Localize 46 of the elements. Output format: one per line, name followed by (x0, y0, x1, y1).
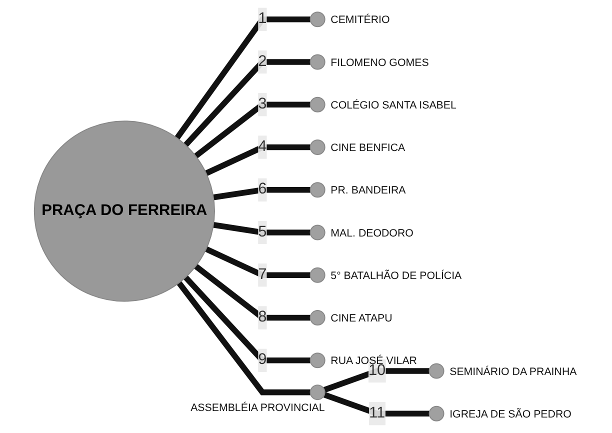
node-circle (310, 310, 326, 326)
connector (176, 281, 310, 396)
edge-label: 9 (258, 352, 267, 368)
place-label: 5° BATALHÃO DE POLÍCIA (330, 270, 462, 282)
connector (194, 102, 310, 158)
place-label: CINE ATAPU (330, 312, 392, 325)
connector (183, 59, 310, 148)
node-circle (310, 96, 326, 112)
connector (213, 222, 310, 236)
node-circle (428, 406, 444, 422)
node-circle: PRAÇA DO FERREIRA (34, 120, 215, 302)
node-circle (428, 363, 444, 379)
node-circle (310, 182, 326, 198)
place-label: CEMITÉRIO (330, 14, 390, 26)
connector (323, 392, 430, 417)
connector (194, 264, 310, 321)
place-label: SEMINÁRIO DA PRAINHA (450, 366, 577, 378)
edge-label: 7 (258, 266, 267, 283)
connector (323, 368, 430, 393)
place-label: CINE BENFICA (330, 142, 406, 154)
connector (213, 186, 310, 200)
connector (204, 144, 310, 176)
place-label: COLÉGIO SANTA ISABEL (330, 100, 456, 112)
place-label: ASSEMBLÉIA PROVINCIAL (190, 402, 325, 414)
edge-label: 5 (258, 224, 267, 240)
connector (204, 246, 310, 278)
connector (183, 275, 310, 364)
node-circle (310, 139, 326, 155)
place-label: PR. BANDEIRA (330, 184, 406, 197)
edge-label: 1 (258, 10, 267, 28)
node-circle (310, 267, 326, 283)
edge-label: 4 (258, 138, 267, 155)
place-label: IGREJA DE SÃO PEDRO (450, 408, 572, 420)
node-circle (310, 224, 326, 240)
place-label: MAL. DEODORO (330, 227, 414, 240)
edge-label: 3 (258, 96, 267, 112)
node-circle (310, 384, 326, 400)
node-circle (310, 352, 326, 368)
edge-label: 8 (258, 309, 267, 326)
edge-label: 6 (258, 181, 267, 198)
edge-label: 11 (369, 404, 386, 422)
node-circle (310, 12, 326, 28)
edge-label: 2 (258, 53, 267, 70)
connector (174, 16, 310, 140)
place-label: FILOMENO GOMES (330, 56, 429, 69)
node-circle (310, 54, 326, 70)
